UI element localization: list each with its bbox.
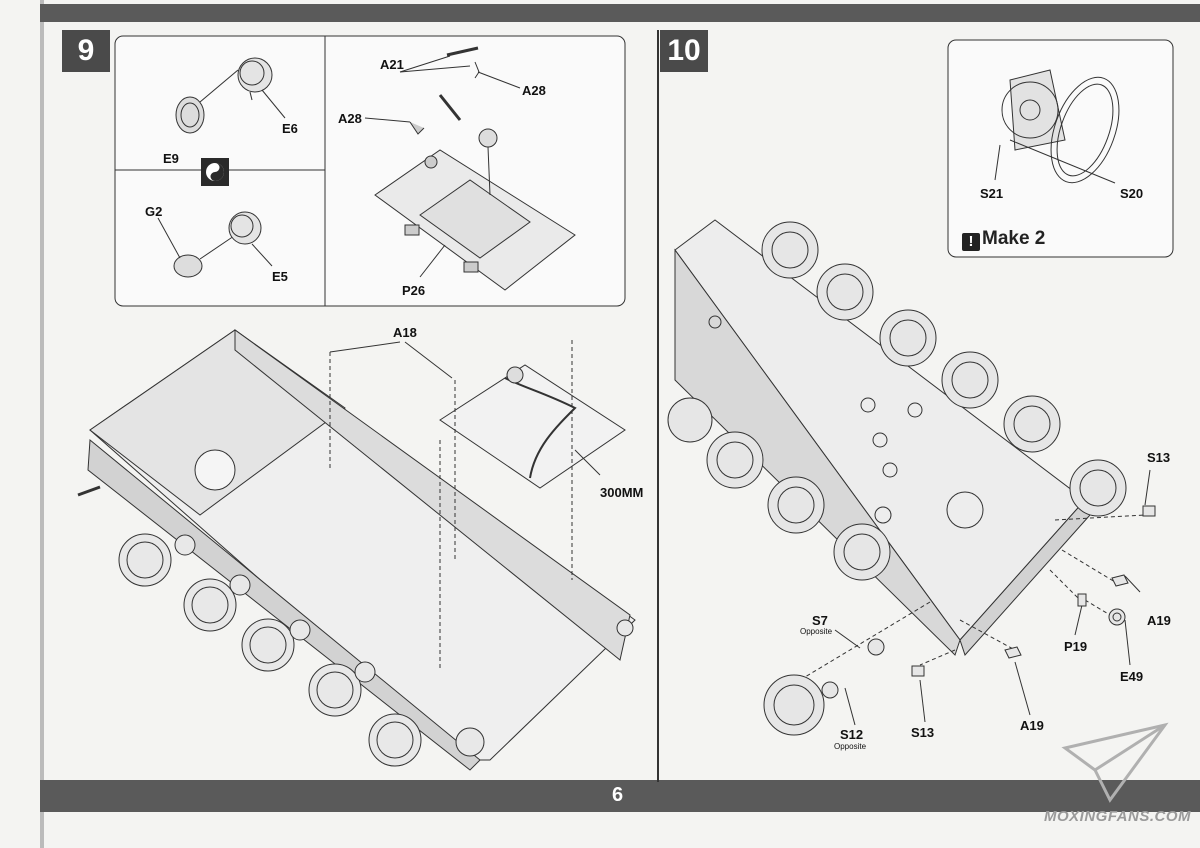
label-s7: S7 <box>812 613 828 628</box>
label-cable-length: 300MM <box>600 485 644 500</box>
watermark-text: MOXINGFANS.COM <box>1044 808 1192 825</box>
bottom-bar <box>40 780 1200 812</box>
road-wheels-step-9 <box>118 533 634 767</box>
step-9-number: 9 <box>62 30 110 72</box>
label-s13-bottom: S13 <box>911 725 935 740</box>
label-a28-left: A28 <box>338 111 362 126</box>
label-p26: P26 <box>402 283 426 298</box>
make-2-text: Make 2 <box>982 228 1046 249</box>
label-e6: E6 <box>282 121 298 136</box>
label-s12: S12 <box>840 727 864 742</box>
label-a21: A21 <box>380 57 404 72</box>
step-10-number: 10 <box>660 30 708 72</box>
engine-deck-p26 <box>364 46 576 291</box>
make-2-note: !Make 2 <box>962 228 1045 251</box>
alternate-option-icon <box>201 158 229 186</box>
label-s20: S20 <box>1120 186 1144 201</box>
top-bar <box>40 4 1200 22</box>
step-10-inset <box>947 39 1174 258</box>
label-a18: A18 <box>393 325 417 340</box>
label-a19-bottom: A19 <box>1020 718 1044 733</box>
page-divider <box>657 30 659 782</box>
label-e9: E9 <box>163 151 179 166</box>
road-wheels-step-10 <box>667 221 1156 736</box>
label-s7-opposite: Opposite <box>800 627 833 636</box>
headlight-g2-e5 <box>157 211 273 278</box>
label-s21: S21 <box>980 186 1004 201</box>
warning-icon: ! <box>962 233 980 251</box>
label-a28-right: A28 <box>522 83 546 98</box>
watermark-logo-mark <box>1061 722 1169 803</box>
label-e49: E49 <box>1120 669 1144 684</box>
label-s13-right: S13 <box>1147 450 1171 465</box>
binding-edge <box>40 0 44 848</box>
label-g2: G2 <box>145 204 163 219</box>
label-e5: E5 <box>272 269 288 284</box>
headlight-e9-e6 <box>175 57 286 134</box>
page-number: 6 <box>612 784 624 806</box>
label-p19: P19 <box>1064 639 1088 654</box>
label-s12-opposite: Opposite <box>834 742 867 751</box>
hull-step-9 <box>77 329 636 771</box>
label-a19-right: A19 <box>1147 613 1171 628</box>
